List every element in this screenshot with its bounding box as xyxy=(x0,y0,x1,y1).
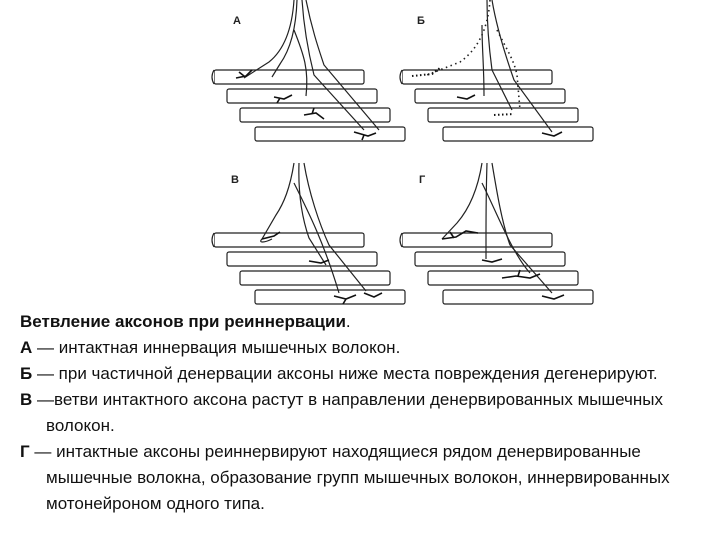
caption-title-period: . xyxy=(345,312,351,331)
caption-title: Ветвление аксонов при реиннервации xyxy=(20,312,346,331)
panel-g: Г xyxy=(399,162,594,305)
caption-item-b-text: — при частичной денервации аксоны ниже м… xyxy=(32,364,658,383)
panel-a-letter: А xyxy=(233,15,241,27)
caption-item-g-letter: Г xyxy=(20,442,30,461)
caption-item-a-text: — интактная иннервация мышечных волокон. xyxy=(32,338,401,357)
caption-item-b-letter: Б xyxy=(20,364,33,383)
caption-item-g-text: — интактные аксоны реиннервируют находящ… xyxy=(29,442,670,513)
panel-g-letter: Г xyxy=(419,174,426,186)
caption-item-a-letter: А xyxy=(20,338,33,357)
panel-a: А xyxy=(211,0,406,142)
caption-item-v-text: —ветви интактного аксона растут в направ… xyxy=(32,390,664,435)
caption-item-b: Б — при частичной денервации аксоны ниже… xyxy=(20,361,710,387)
panel-v-letter: В xyxy=(231,174,239,186)
caption-title-line: Ветвление аксонов при реиннервации. xyxy=(20,309,710,335)
caption-item-g: Г — интактные аксоны реиннервируют наход… xyxy=(20,439,710,517)
caption-item-a: А — интактная иннервация мышечных волоко… xyxy=(20,335,710,361)
caption-item-v-letter: В xyxy=(20,390,33,409)
panel-v: В xyxy=(211,162,406,305)
reinnervation-figure: А Б В Г xyxy=(211,0,594,305)
figure-caption: Ветвление аксонов при реиннервации. А — … xyxy=(20,309,710,517)
panel-b-letter: Б xyxy=(417,15,425,27)
panel-b: Б xyxy=(399,0,594,142)
caption-item-v: В —ветви интактного аксона растут в напр… xyxy=(20,387,710,439)
